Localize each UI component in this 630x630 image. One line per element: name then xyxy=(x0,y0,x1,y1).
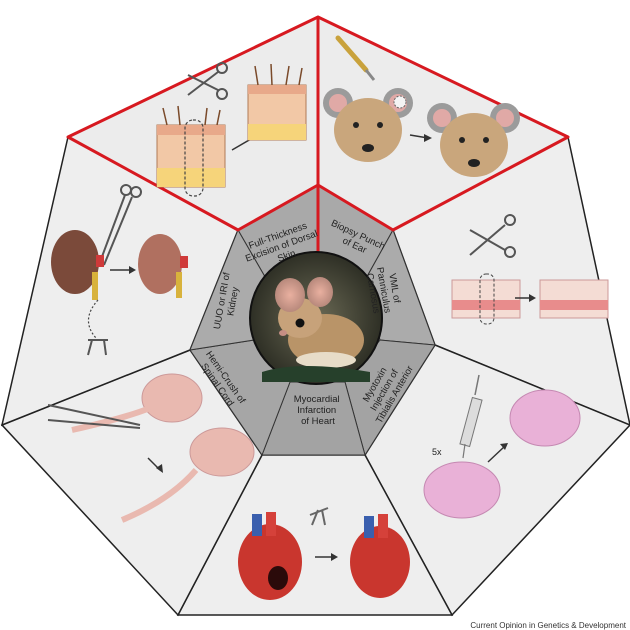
spiny-mouse-photo xyxy=(250,252,382,384)
journal-credit: Current Opinion in Genetics & Developmen… xyxy=(470,621,626,630)
repeat-count-label: 5x xyxy=(432,447,442,457)
